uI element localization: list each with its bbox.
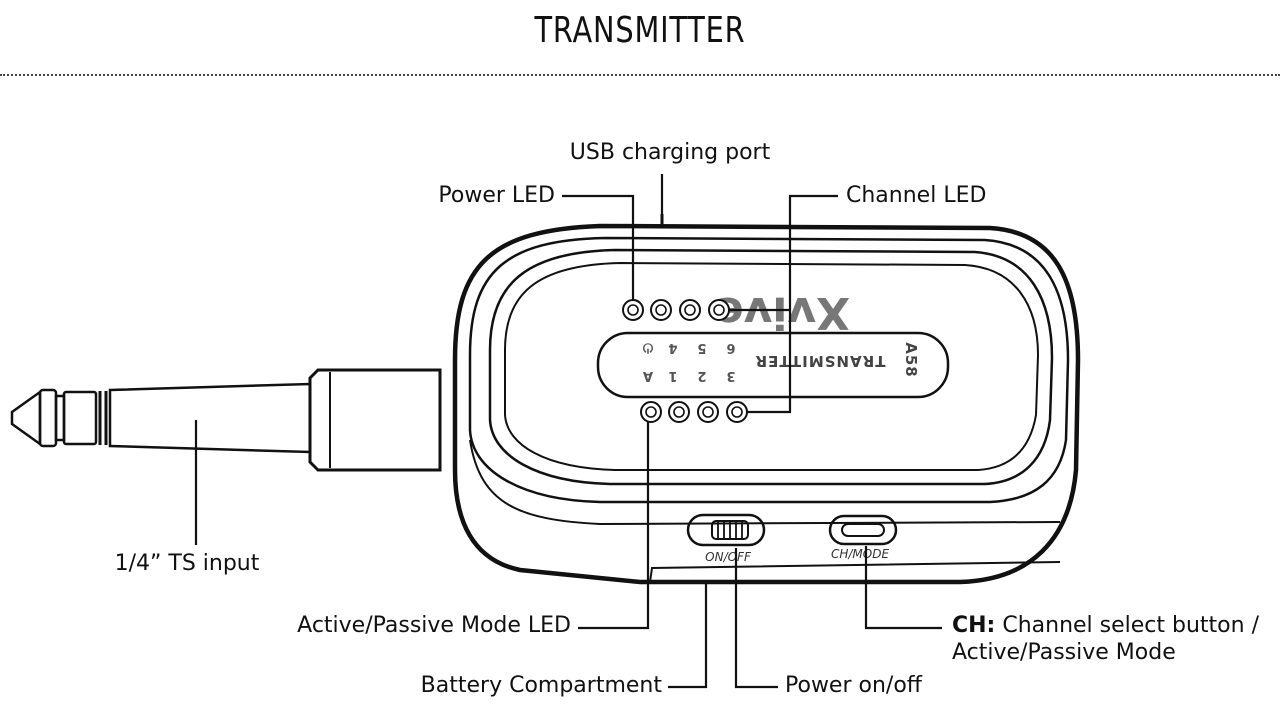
- svg-text:2: 2: [697, 368, 706, 383]
- label-power-led: Power LED: [438, 183, 555, 208]
- transmitter-body: [452, 214, 1081, 585]
- ch-mode-button: CH/MODE: [828, 514, 898, 561]
- svg-text:A58: A58: [902, 342, 920, 377]
- svg-text:A: A: [643, 368, 653, 383]
- title-divider: [0, 74, 1280, 76]
- bottom-led-row: [640, 401, 748, 423]
- svg-text:ON/OFF: ON/OFF: [705, 550, 752, 564]
- svg-text:CH/MODE: CH/MODE: [831, 547, 889, 561]
- svg-text:6: 6: [726, 340, 735, 355]
- label-power-switch: Power on/off: [785, 673, 923, 698]
- brand-logo: Xvive: [714, 287, 850, 338]
- leader-lines: [194, 174, 942, 689]
- diagram-title: TRANSMITTER: [534, 10, 746, 51]
- svg-text:⏻: ⏻: [642, 340, 653, 355]
- svg-text:1: 1: [668, 368, 677, 383]
- label-usb-charging-port: USB charging port: [570, 140, 771, 165]
- top-led-row: [622, 299, 730, 321]
- ts-plug: [10, 368, 442, 472]
- label-mode-led: Active/Passive Mode LED: [297, 613, 571, 638]
- label-ch-button: CH: Channel select button /: [952, 613, 1260, 638]
- label-battery-compartment: Battery Compartment: [421, 673, 663, 698]
- svg-text:5: 5: [697, 340, 706, 355]
- svg-text:4: 4: [668, 340, 677, 355]
- svg-text:TRANSMITTER: TRANSMITTER: [755, 352, 886, 370]
- svg-text:Xvive: Xvive: [714, 287, 850, 338]
- svg-text:3: 3: [726, 368, 735, 383]
- label-ch-button-line2: Active/Passive Mode: [952, 640, 1176, 665]
- power-switch: ON/OFF: [686, 513, 766, 564]
- label-channel-led: Channel LED: [846, 183, 986, 208]
- indicator-panel: ⏻ 4 5 6 A 1 2 3 TRANSMITTER A58: [596, 331, 950, 399]
- label-ts-input: 1/4” TS input: [115, 551, 260, 576]
